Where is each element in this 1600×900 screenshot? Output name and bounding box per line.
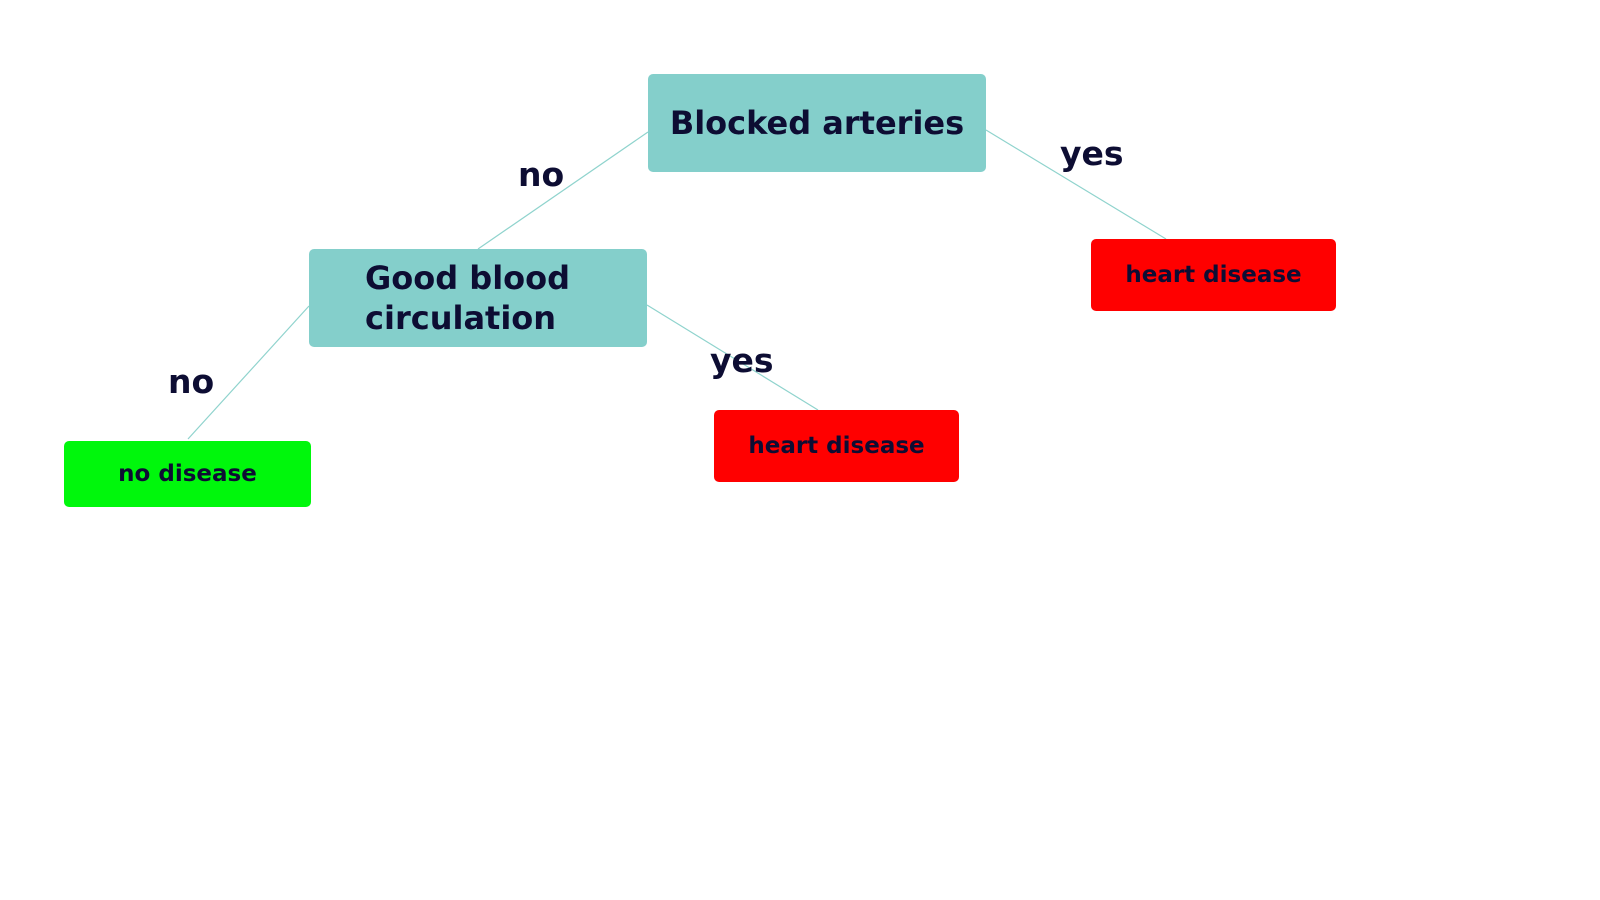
edge-label-root-yes: yes <box>1060 134 1124 173</box>
secondary-decision-label: Good blood circulation <box>365 259 571 337</box>
leaf-no-disease-label: no disease <box>118 461 257 487</box>
edge-mid-no-line <box>187 305 310 440</box>
leaf-heart-disease-label-right: heart disease <box>1125 262 1302 288</box>
edge-label-mid-no: no <box>168 362 215 401</box>
leaf-heart-disease-node-middle: heart disease <box>714 410 959 482</box>
edge-mid-yes-line <box>646 304 819 411</box>
leaf-heart-disease-label-middle: heart disease <box>748 433 925 459</box>
root-decision-label: Blocked arteries <box>669 104 965 142</box>
edge-root-no-line <box>477 131 649 250</box>
edge-label-root-no: no <box>518 155 565 194</box>
leaf-heart-disease-node-right: heart disease <box>1091 239 1336 311</box>
root-decision-node: Blocked arteries <box>648 74 986 172</box>
edge-root-yes-line <box>985 129 1167 240</box>
leaf-no-disease-node: no disease <box>64 441 311 507</box>
edge-label-mid-yes: yes <box>710 341 774 380</box>
secondary-decision-node: Good blood circulation <box>309 249 647 347</box>
